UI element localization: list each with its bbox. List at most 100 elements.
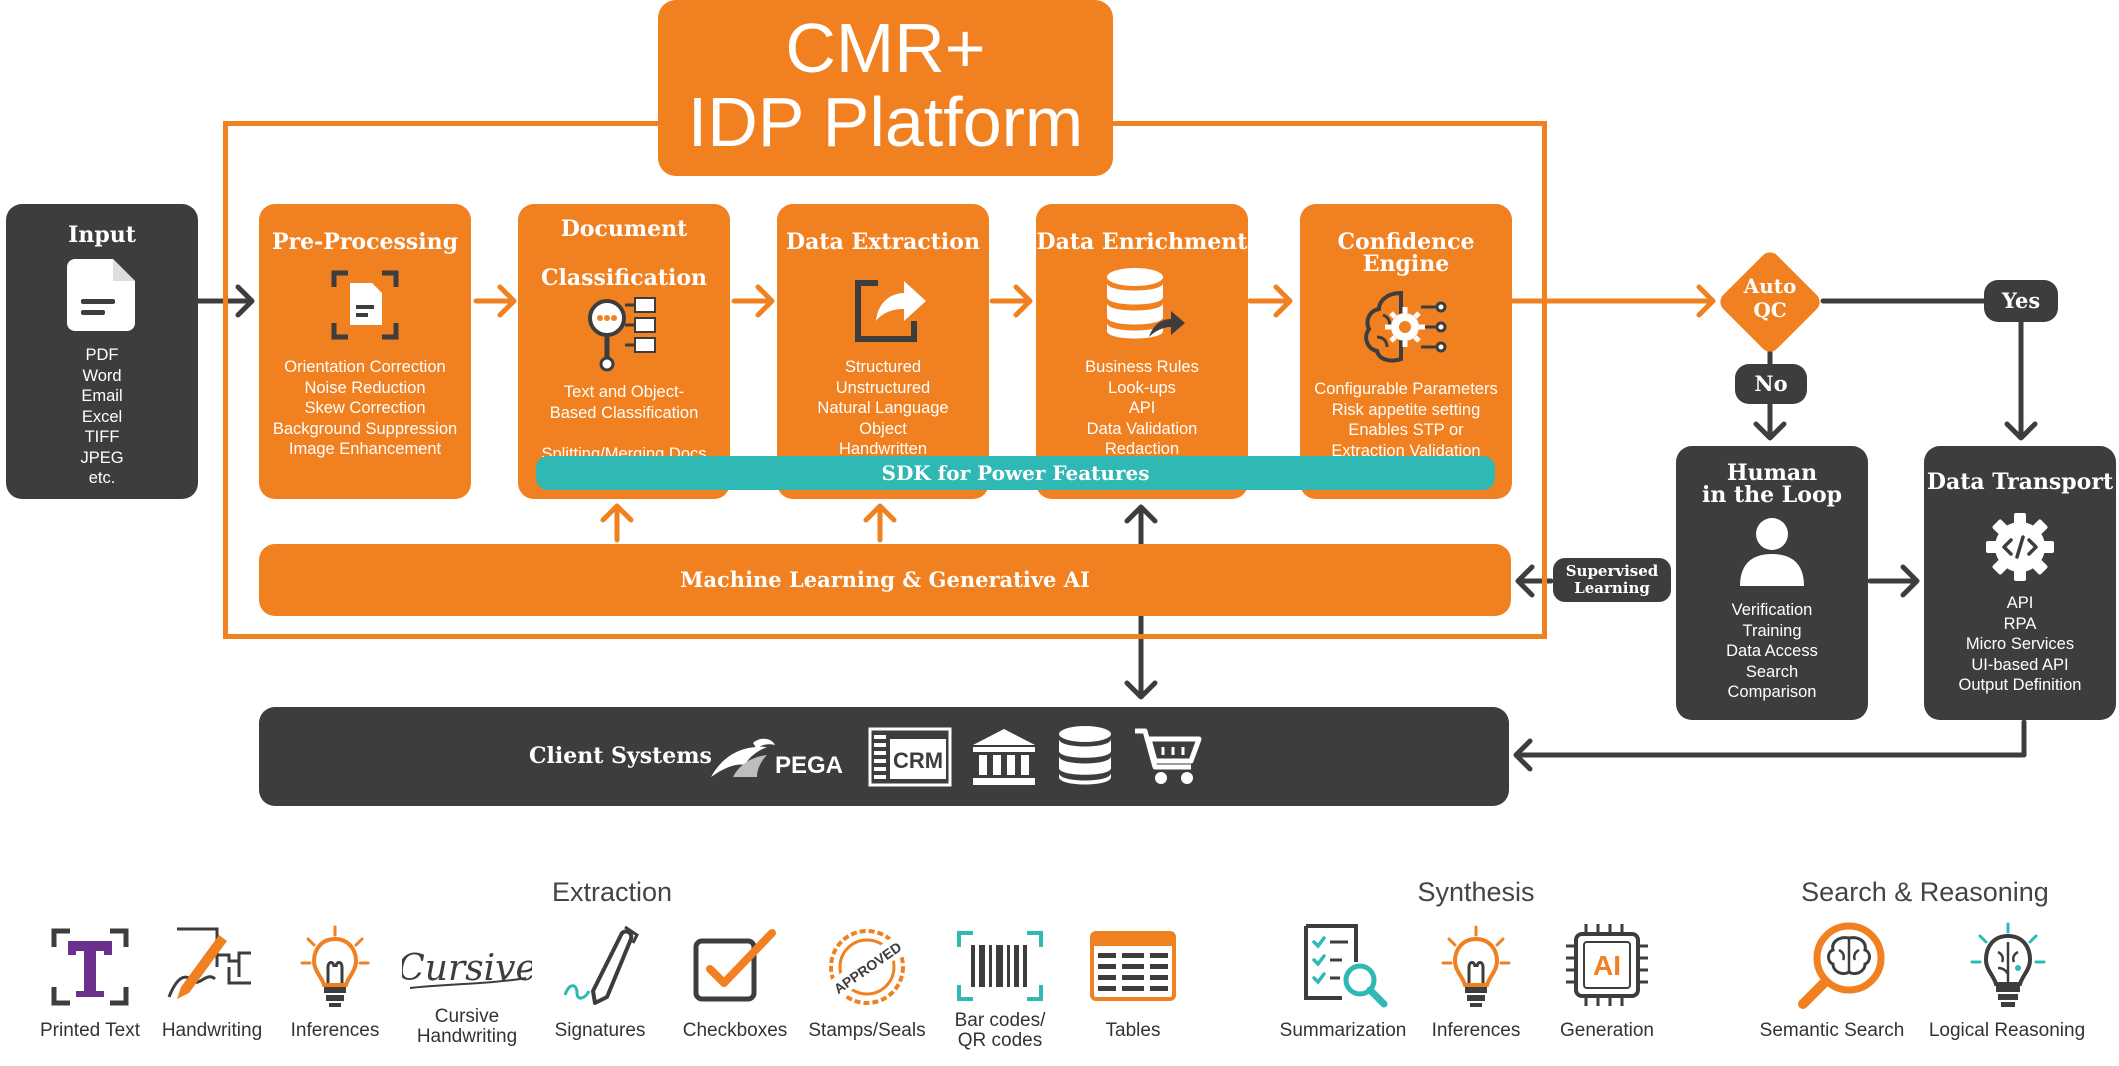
- feature-caption: Generation: [1537, 1021, 1677, 1041]
- input-box: Input PDF Word Email Excel TIFF JPEG etc…: [6, 204, 198, 499]
- caption-line: Cursive: [434, 1006, 500, 1027]
- pega-text: PEGA: [775, 752, 843, 779]
- no-label: No: [1735, 364, 1807, 404]
- stage-item: Background Suppression: [272, 419, 458, 438]
- caption-line: Inferences: [1431, 1020, 1521, 1041]
- arrow-extract-to-enrich: [989, 284, 1033, 318]
- stamp-icon: APPROVED: [829, 929, 905, 1005]
- caption-line: Summarization: [1279, 1020, 1407, 1041]
- input-format: Email: [81, 387, 123, 405]
- stage-pre-processing: Pre-Processing Orientation Correction No…: [259, 204, 471, 499]
- cursive-glyph: Cursive: [402, 948, 532, 989]
- ai-chip-icon: AI: [1566, 924, 1648, 1006]
- cart-icon: [1135, 728, 1202, 784]
- stage-title-line-2: Classification: [540, 265, 708, 291]
- stage-data-extraction: Data Extraction Structured Unstructured …: [777, 204, 989, 499]
- barcode-icon: [957, 931, 1043, 1001]
- supervised-line-1: Supervised: [1565, 562, 1659, 580]
- checkbox-icon: [693, 929, 776, 1002]
- brain-gear-icon: [1364, 290, 1447, 363]
- transport-item: Micro Services: [1965, 635, 2075, 653]
- caption-line: Logical Reasoning: [1928, 1020, 2086, 1041]
- user-icon: [1740, 518, 1804, 586]
- transport-item: RPA: [2003, 614, 2037, 633]
- stage-item: API: [1128, 399, 1156, 417]
- human-item: Search: [1745, 662, 1799, 681]
- bank-icon: [973, 729, 1035, 785]
- caption-line: Generation: [1559, 1020, 1654, 1041]
- stage-item: Text and Object-: [563, 383, 685, 401]
- stage-document-classification: Document Classification Text and Object-…: [518, 204, 730, 499]
- crm-icon: CRM: [868, 727, 952, 787]
- transport-item: API: [2006, 594, 2034, 612]
- document-icon: [67, 259, 135, 331]
- feature-caption: Checkboxes: [665, 1021, 805, 1041]
- lightbulb-icon: [1441, 925, 1511, 1007]
- stage-item: Noise Reduction: [304, 378, 426, 397]
- caption-line: Printed Text: [40, 1020, 140, 1041]
- input-format: Word: [82, 366, 122, 385]
- caption-line: Handwriting: [161, 1020, 263, 1041]
- feature-caption: Inferences: [1406, 1021, 1546, 1041]
- arrow-no-to-human: [1753, 397, 1787, 441]
- caption-line: Tables: [1105, 1020, 1161, 1041]
- arrow-transport-to-client: [1513, 719, 2027, 772]
- arrow-human-to-transport: [1867, 564, 1920, 598]
- platform-title: CMR+ IDP Platform: [658, 0, 1113, 176]
- feature-caption: Signatures: [530, 1021, 670, 1041]
- arrow-ml-to-class: [600, 503, 634, 543]
- input-format: TIFF: [84, 428, 120, 446]
- export-arrow-icon: [855, 280, 926, 342]
- sdk-bar: SDK for Power Features: [536, 456, 1495, 490]
- supervised-line-2: Learning: [1574, 579, 1650, 597]
- transport-item: UI-based API: [1971, 655, 2069, 674]
- feature-caption: Logical Reasoning: [1922, 1021, 2092, 1041]
- section-title-search-reasoning: Search & Reasoning: [1801, 877, 2049, 907]
- arrow-ml-to-extract: [863, 503, 897, 543]
- caption-line: Semantic Search: [1759, 1020, 1905, 1041]
- stage-item: Risk appetite setting: [1331, 400, 1481, 419]
- stage-title: Data Extraction: [786, 229, 980, 255]
- stage-items: Orientation Correction Noise Reduction S…: [259, 357, 471, 460]
- stage-item: Natural Language: [817, 399, 949, 417]
- stage-items: Structured Unstructured Natural Language…: [777, 357, 989, 460]
- feature-caption: Handwriting: [142, 1021, 282, 1041]
- pen-icon: [563, 925, 639, 1005]
- stage-item: Extraction Validation: [1331, 441, 1481, 460]
- stage-item: Orientation Correction: [284, 358, 446, 376]
- ai-glyph: AI: [1593, 950, 1621, 981]
- human-item: Training: [1742, 621, 1802, 640]
- input-format: Excel: [81, 407, 123, 426]
- stage-item: Image Enhancement: [288, 440, 442, 458]
- summary-icon: [1304, 924, 1388, 1008]
- client-systems-bar: Client Systems PEGA CRM: [259, 707, 1509, 806]
- stage-item: Based Classification: [549, 403, 699, 422]
- stage-item: Enables STP or: [1348, 421, 1464, 439]
- input-format: JPEG: [80, 448, 124, 467]
- human-in-the-loop-box: Human in the Loop Verification Training …: [1676, 446, 1868, 720]
- stage-item: Redaction: [1104, 440, 1180, 458]
- transport-items: API RPA Micro Services UI-based API Outp…: [1924, 593, 2116, 696]
- database-icon: [1107, 268, 1185, 339]
- feature-caption: Inferences: [265, 1021, 405, 1041]
- arrow-class-to-extract: [731, 284, 775, 318]
- printed-text-icon: [51, 928, 129, 1006]
- stage-item: Structured: [844, 358, 922, 376]
- table-icon: [1090, 931, 1176, 1001]
- stage-title: Confidence Engine: [1337, 229, 1475, 277]
- feature-caption: Bar codes/QR codes: [930, 1011, 1070, 1051]
- human-title-line-2: in the Loop: [1701, 482, 1843, 508]
- caption-line: Bar codes/: [954, 1010, 1046, 1031]
- stage-data-enrichment: Data Enrichment Business Rules Look-ups …: [1036, 204, 1248, 499]
- human-item: Data Access: [1726, 642, 1818, 660]
- human-title-line-1: Human: [1726, 460, 1818, 486]
- stage-item: Handwritten: [838, 440, 928, 458]
- human-item: Comparison: [1727, 683, 1817, 701]
- arrow-confidence-to-qc: [1504, 284, 1716, 318]
- section-title-synthesis: Synthesis: [1417, 877, 1535, 907]
- input-format: PDF: [85, 346, 119, 364]
- stage-item: Business Rules: [1085, 358, 1199, 376]
- title-line-1: CMR+: [785, 9, 986, 87]
- code-gear-icon: [1986, 513, 2054, 581]
- human-item: Verification: [1731, 601, 1813, 619]
